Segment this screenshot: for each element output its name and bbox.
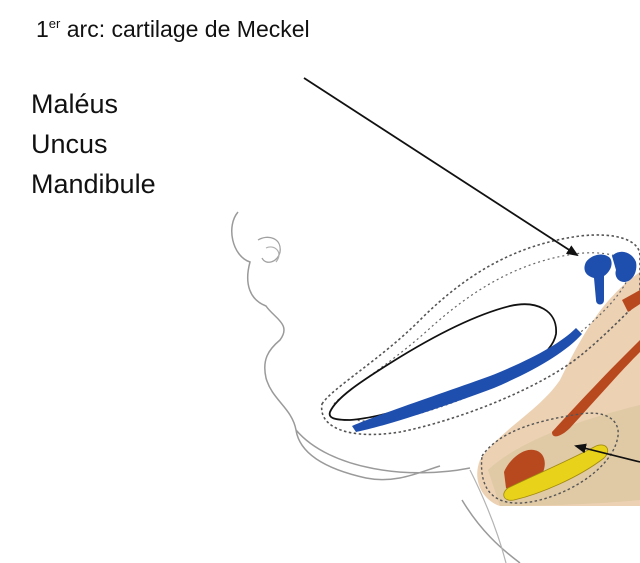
malleus-incus — [584, 251, 637, 305]
meckel-cartilage — [352, 328, 582, 432]
structure-malleus: Maléus — [31, 89, 119, 119]
mandible-outline — [328, 303, 557, 421]
face-profile-outline — [231, 211, 521, 563]
nostril-outline — [257, 236, 281, 263]
structure-list: Maléus Uncus Mandibule — [31, 84, 156, 204]
title-ordinal: 1 — [36, 16, 49, 42]
pointer-arrow-meckel — [303, 77, 579, 257]
third-arch-dotted-contour — [480, 412, 619, 504]
title-superscript: er — [48, 16, 61, 31]
neck-outline — [469, 469, 507, 563]
structure-incus: Uncus — [31, 129, 108, 159]
title-text: arc: cartilage de Meckel — [60, 16, 310, 42]
figure-title: 1er arc: cartilage de Meckel — [36, 14, 310, 44]
second-arch-cartilage — [552, 340, 640, 437]
first-arch-dotted-contour — [320, 234, 640, 436]
nostril-outline-2 — [265, 246, 280, 263]
second-arch-upper — [622, 290, 640, 312]
structure-mandible: Mandibule — [31, 169, 156, 199]
hyoid-yellow-part — [503, 444, 609, 501]
pointer-arrow-second-arch — [574, 443, 640, 463]
